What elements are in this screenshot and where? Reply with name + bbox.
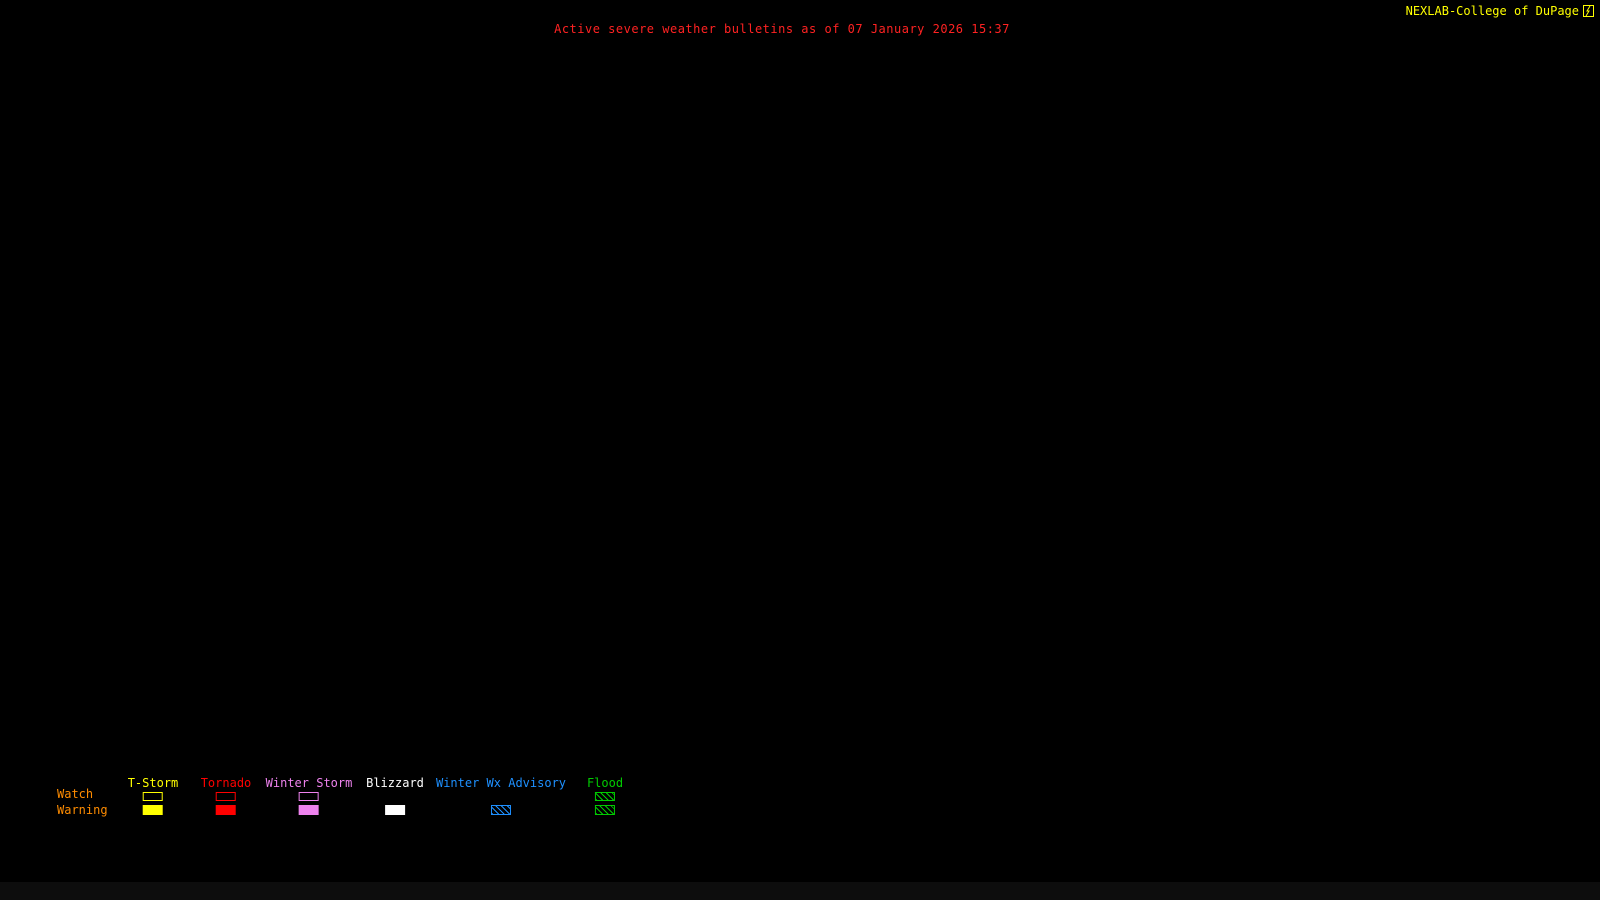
page-title: Active severe weather bulletins as of 07… xyxy=(554,22,1010,36)
cod-logo-icon xyxy=(1583,5,1594,17)
brand: NEXLAB-College of DuPage xyxy=(1406,4,1594,18)
footer-strip xyxy=(0,882,1600,900)
brand-text: NEXLAB-College of DuPage xyxy=(1405,4,1579,18)
